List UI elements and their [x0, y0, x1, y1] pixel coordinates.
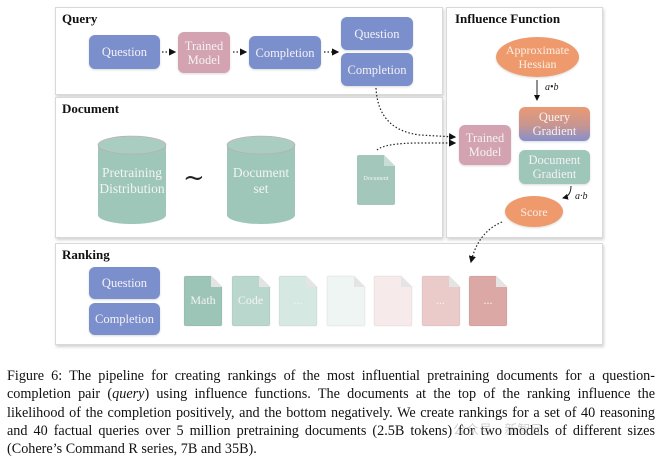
document-panel-title: Document	[62, 101, 120, 116]
ranked-document-label: Code	[237, 293, 264, 307]
hessian-product-operator: a•b	[545, 82, 559, 93]
cylinder-shape	[97, 135, 167, 224]
file-icon	[357, 155, 395, 205]
ranked-document: ...	[421, 275, 461, 327]
pair-question-label: Question	[354, 26, 400, 41]
score-ellipse: Score	[505, 196, 563, 227]
ranked-document: Code	[231, 275, 271, 327]
query-question-box: Question	[89, 35, 160, 69]
ranked-document-label: ...	[483, 293, 493, 307]
file-icon	[468, 275, 508, 327]
file-icon	[373, 275, 413, 327]
ranked-document-label: ...	[436, 293, 445, 307]
caption-suffix: ) using influence functions. The documen…	[7, 386, 655, 458]
score-product-operator: a·b	[575, 191, 588, 202]
caption-prefix: Figure 6: The pipeline for creating rank…	[7, 368, 655, 403]
pair-completion-label: Completion	[347, 62, 407, 77]
caption-italic: query	[112, 386, 145, 403]
influence-function-title: Influence Function	[455, 11, 561, 26]
ranked-document-label: ...	[293, 293, 303, 307]
ranking-panel-title: Ranking	[62, 247, 110, 262]
file-icon	[231, 275, 270, 327]
ranked-document: ...	[278, 275, 318, 327]
document-icon: Document	[356, 154, 396, 206]
ranking-completion-box: Completion	[89, 303, 160, 335]
ranking-question-box: Question	[89, 267, 160, 299]
watermark: 公众号 · 新智元	[453, 423, 544, 438]
ranked-document	[373, 275, 413, 327]
query-question-label: Question	[101, 45, 148, 59]
file-icon	[183, 275, 223, 327]
trained-model-line2: Model	[187, 52, 221, 67]
document-icon-label: Document	[363, 176, 389, 182]
pair-question-box: Question	[341, 17, 413, 50]
ranked-document	[326, 275, 366, 327]
file-icon	[421, 275, 460, 327]
cylinder-shape	[226, 135, 296, 224]
ranked-document: Math	[183, 275, 223, 327]
query-completion-label: Completion	[255, 45, 315, 60]
ranked-document: ...	[468, 275, 508, 327]
similar-symbol: ~	[183, 163, 205, 193]
query-completion-box: Completion	[249, 36, 321, 69]
ranked-document-label: Math	[190, 293, 216, 307]
figure-caption: Figure 6: The pipeline for creating rank…	[7, 367, 655, 458]
file-icon	[278, 275, 318, 327]
trained-model-line1: Trained	[184, 38, 224, 53]
file-icon	[326, 275, 365, 327]
query-panel-title: Query	[62, 11, 98, 26]
pair-completion-box: Completion	[341, 53, 413, 86]
